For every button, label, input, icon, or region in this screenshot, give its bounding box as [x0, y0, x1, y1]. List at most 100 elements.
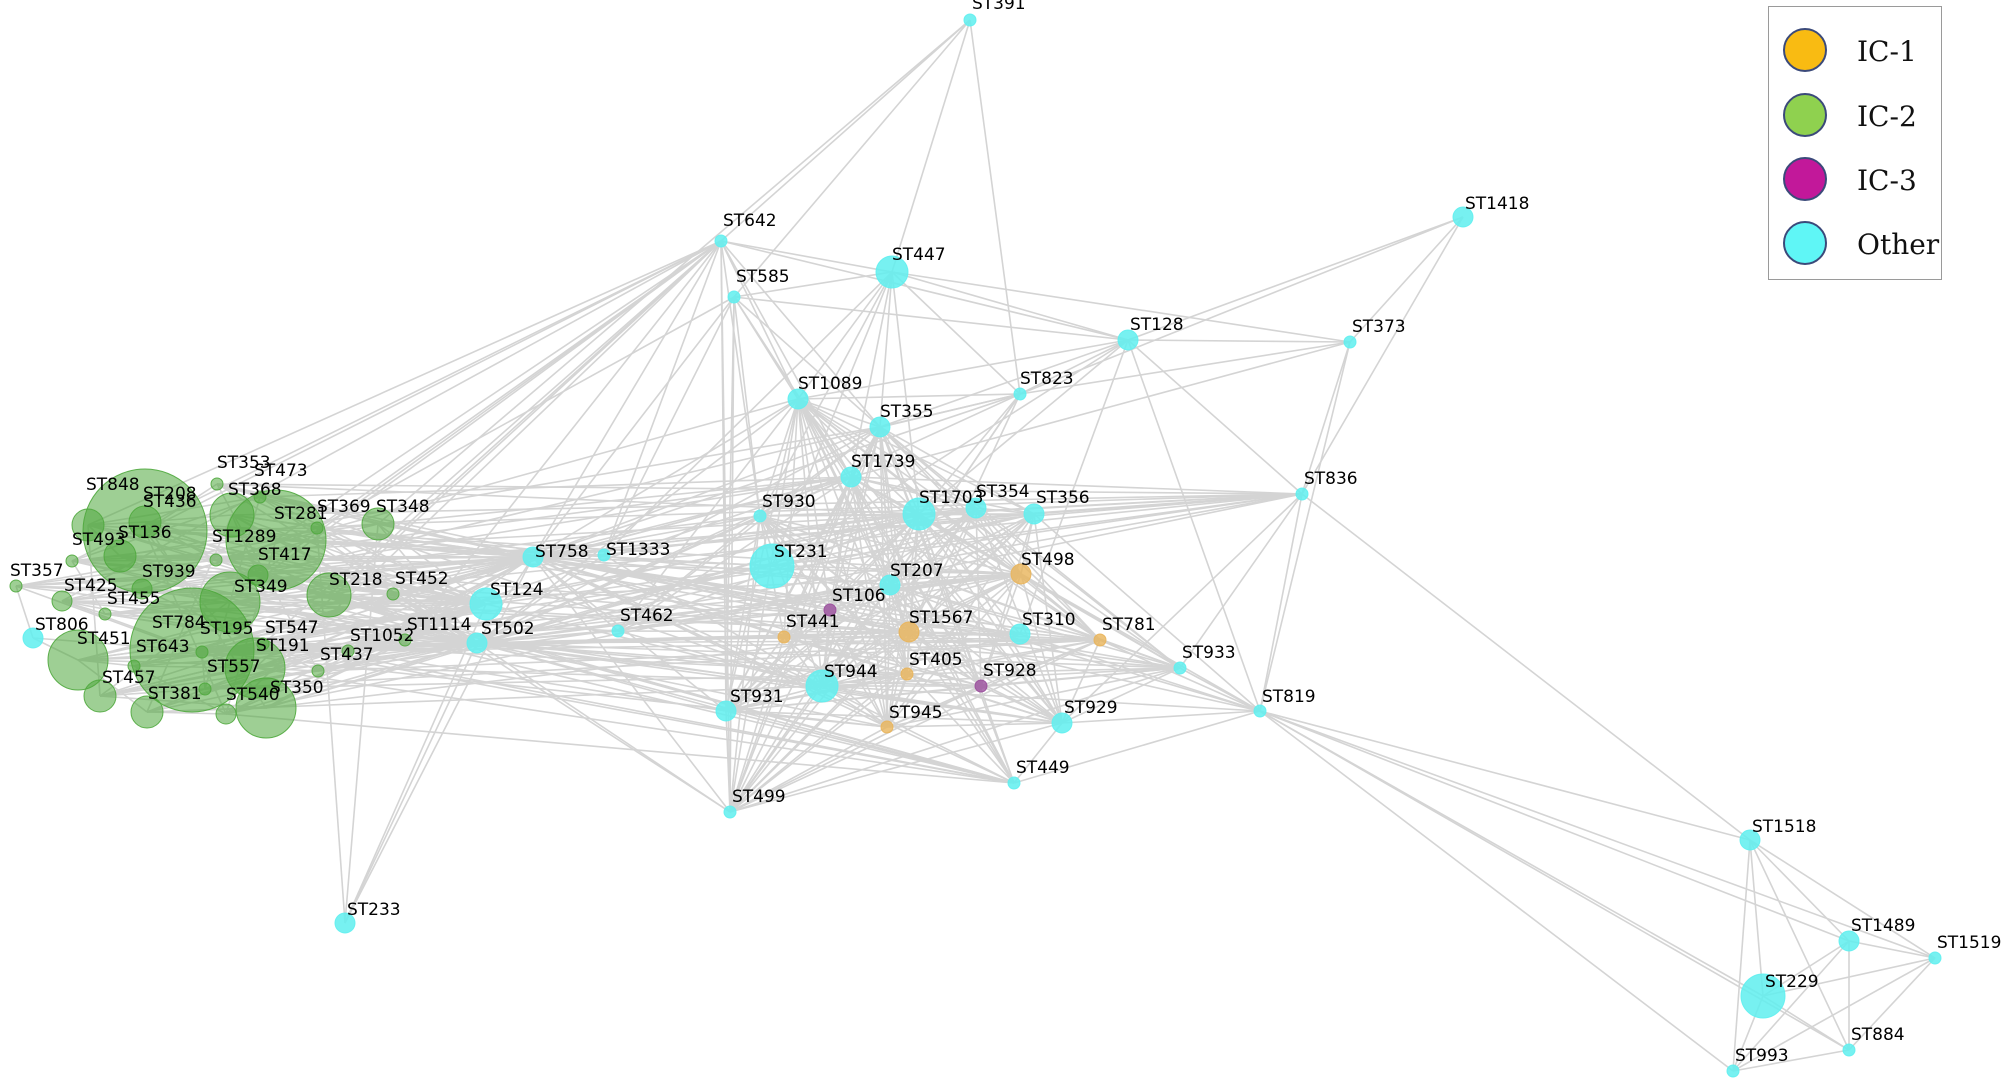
- node-st557: [198, 682, 212, 696]
- node-st493: [65, 554, 79, 568]
- node-label-st368: ST368: [228, 480, 282, 500]
- node-label-st447: ST447: [892, 245, 946, 265]
- node-st405: [900, 667, 914, 681]
- legend-item-ic2: IC-2: [1783, 90, 1933, 142]
- node-st930: [753, 509, 767, 523]
- edge: [1061, 667, 1181, 724]
- node-label-st310: ST310: [1022, 610, 1076, 630]
- node-label-st462: ST462: [620, 606, 674, 626]
- node-st931: [715, 700, 737, 722]
- node-st836: [1295, 487, 1309, 501]
- legend-label-ic3: IC-3: [1857, 164, 1917, 197]
- edge: [1301, 216, 1464, 495]
- node-st349: [199, 571, 261, 633]
- node-label-st449: ST449: [1016, 758, 1070, 778]
- node-layer: [9, 13, 1942, 1078]
- node-st354: [965, 497, 987, 519]
- node-st806: [22, 627, 44, 649]
- node-label-st231: ST231: [774, 542, 828, 562]
- node-label-st356: ST356: [1036, 488, 1090, 508]
- edge: [225, 240, 722, 715]
- edge: [783, 636, 1181, 669]
- edge: [759, 398, 799, 517]
- node-label-st928: ST928: [983, 661, 1037, 681]
- node-label-st1489: ST1489: [1851, 916, 1915, 936]
- edge: [980, 639, 1101, 687]
- node-label-st836: ST836: [1304, 469, 1358, 489]
- edge: [725, 513, 1035, 712]
- node-st993: [1726, 1064, 1740, 1078]
- node-label-st128: ST128: [1130, 315, 1184, 335]
- node-st929: [1051, 712, 1073, 734]
- node-label-st136: ST136: [118, 523, 172, 543]
- node-st884: [1842, 1043, 1856, 1057]
- node-label-st233: ST233: [347, 900, 401, 920]
- edge: [729, 636, 785, 813]
- node-st231: [749, 543, 795, 589]
- node-label-st106: ST106: [832, 586, 886, 606]
- node-st933: [1173, 661, 1187, 675]
- node-st939: [131, 578, 153, 600]
- node-label-st498: ST498: [1021, 550, 1075, 570]
- other-swatch-icon: [1783, 221, 1827, 265]
- node-st1518: [1739, 829, 1761, 851]
- node-st1289: [209, 553, 223, 567]
- node-label-st425: ST425: [64, 576, 118, 596]
- node-label-st436: ST436: [143, 492, 197, 512]
- edge: [980, 685, 1063, 724]
- node-label-st354: ST354: [976, 482, 1030, 502]
- node-st540: [215, 703, 237, 725]
- node-label-st848: ST848: [86, 475, 140, 495]
- node-st449: [1007, 776, 1021, 790]
- node-st547: [256, 637, 270, 651]
- node-st457: [83, 679, 117, 713]
- edge: [733, 296, 852, 478]
- node-label-st208: ST208: [143, 484, 197, 504]
- node-st1114: [398, 633, 412, 647]
- node-label-st124: ST124: [490, 580, 544, 600]
- node-label-st933: ST933: [1182, 643, 1236, 663]
- edge: [797, 398, 1015, 784]
- edge: [1259, 341, 1351, 712]
- edge: [532, 240, 722, 558]
- node-st452: [386, 587, 400, 601]
- node-st473: [253, 490, 267, 504]
- node-label-st547: ST547: [265, 618, 319, 638]
- node-label-st642: ST642: [723, 211, 777, 231]
- edge: [1749, 839, 1850, 942]
- edge: [1732, 839, 1751, 1072]
- node-st1489: [1838, 930, 1860, 952]
- edge: [617, 426, 881, 632]
- edge: [344, 603, 487, 924]
- edge: [729, 685, 982, 813]
- edge: [603, 240, 722, 556]
- edge: [328, 556, 534, 596]
- node-label-st281: ST281: [274, 504, 328, 524]
- edge: [850, 476, 977, 509]
- edge: [829, 609, 910, 633]
- edge: [1762, 957, 1936, 997]
- edge: [850, 476, 1303, 495]
- node-label-st437: ST437: [320, 645, 374, 665]
- edge: [720, 240, 731, 813]
- edge: [850, 476, 1035, 515]
- edge: [729, 573, 1022, 813]
- node-label-st1567: ST1567: [909, 608, 973, 628]
- edge: [891, 19, 971, 273]
- edge: [759, 515, 1063, 724]
- node-label-st939: ST939: [142, 562, 196, 582]
- edge: [891, 271, 1021, 395]
- edge: [1259, 493, 1303, 712]
- node-label-st369: ST369: [317, 497, 371, 517]
- legend-label-ic1: IC-1: [1857, 35, 1917, 68]
- edge: [476, 554, 605, 644]
- node-label-st643: ST643: [136, 637, 190, 657]
- edge: [889, 584, 1063, 724]
- legend-label-ic2: IC-2: [1857, 100, 1917, 133]
- node-label-st784: ST784: [152, 613, 206, 633]
- edge: [729, 673, 908, 813]
- edge: [133, 476, 852, 667]
- edge: [1749, 839, 1936, 959]
- edge: [891, 271, 1129, 341]
- edge: [783, 636, 982, 687]
